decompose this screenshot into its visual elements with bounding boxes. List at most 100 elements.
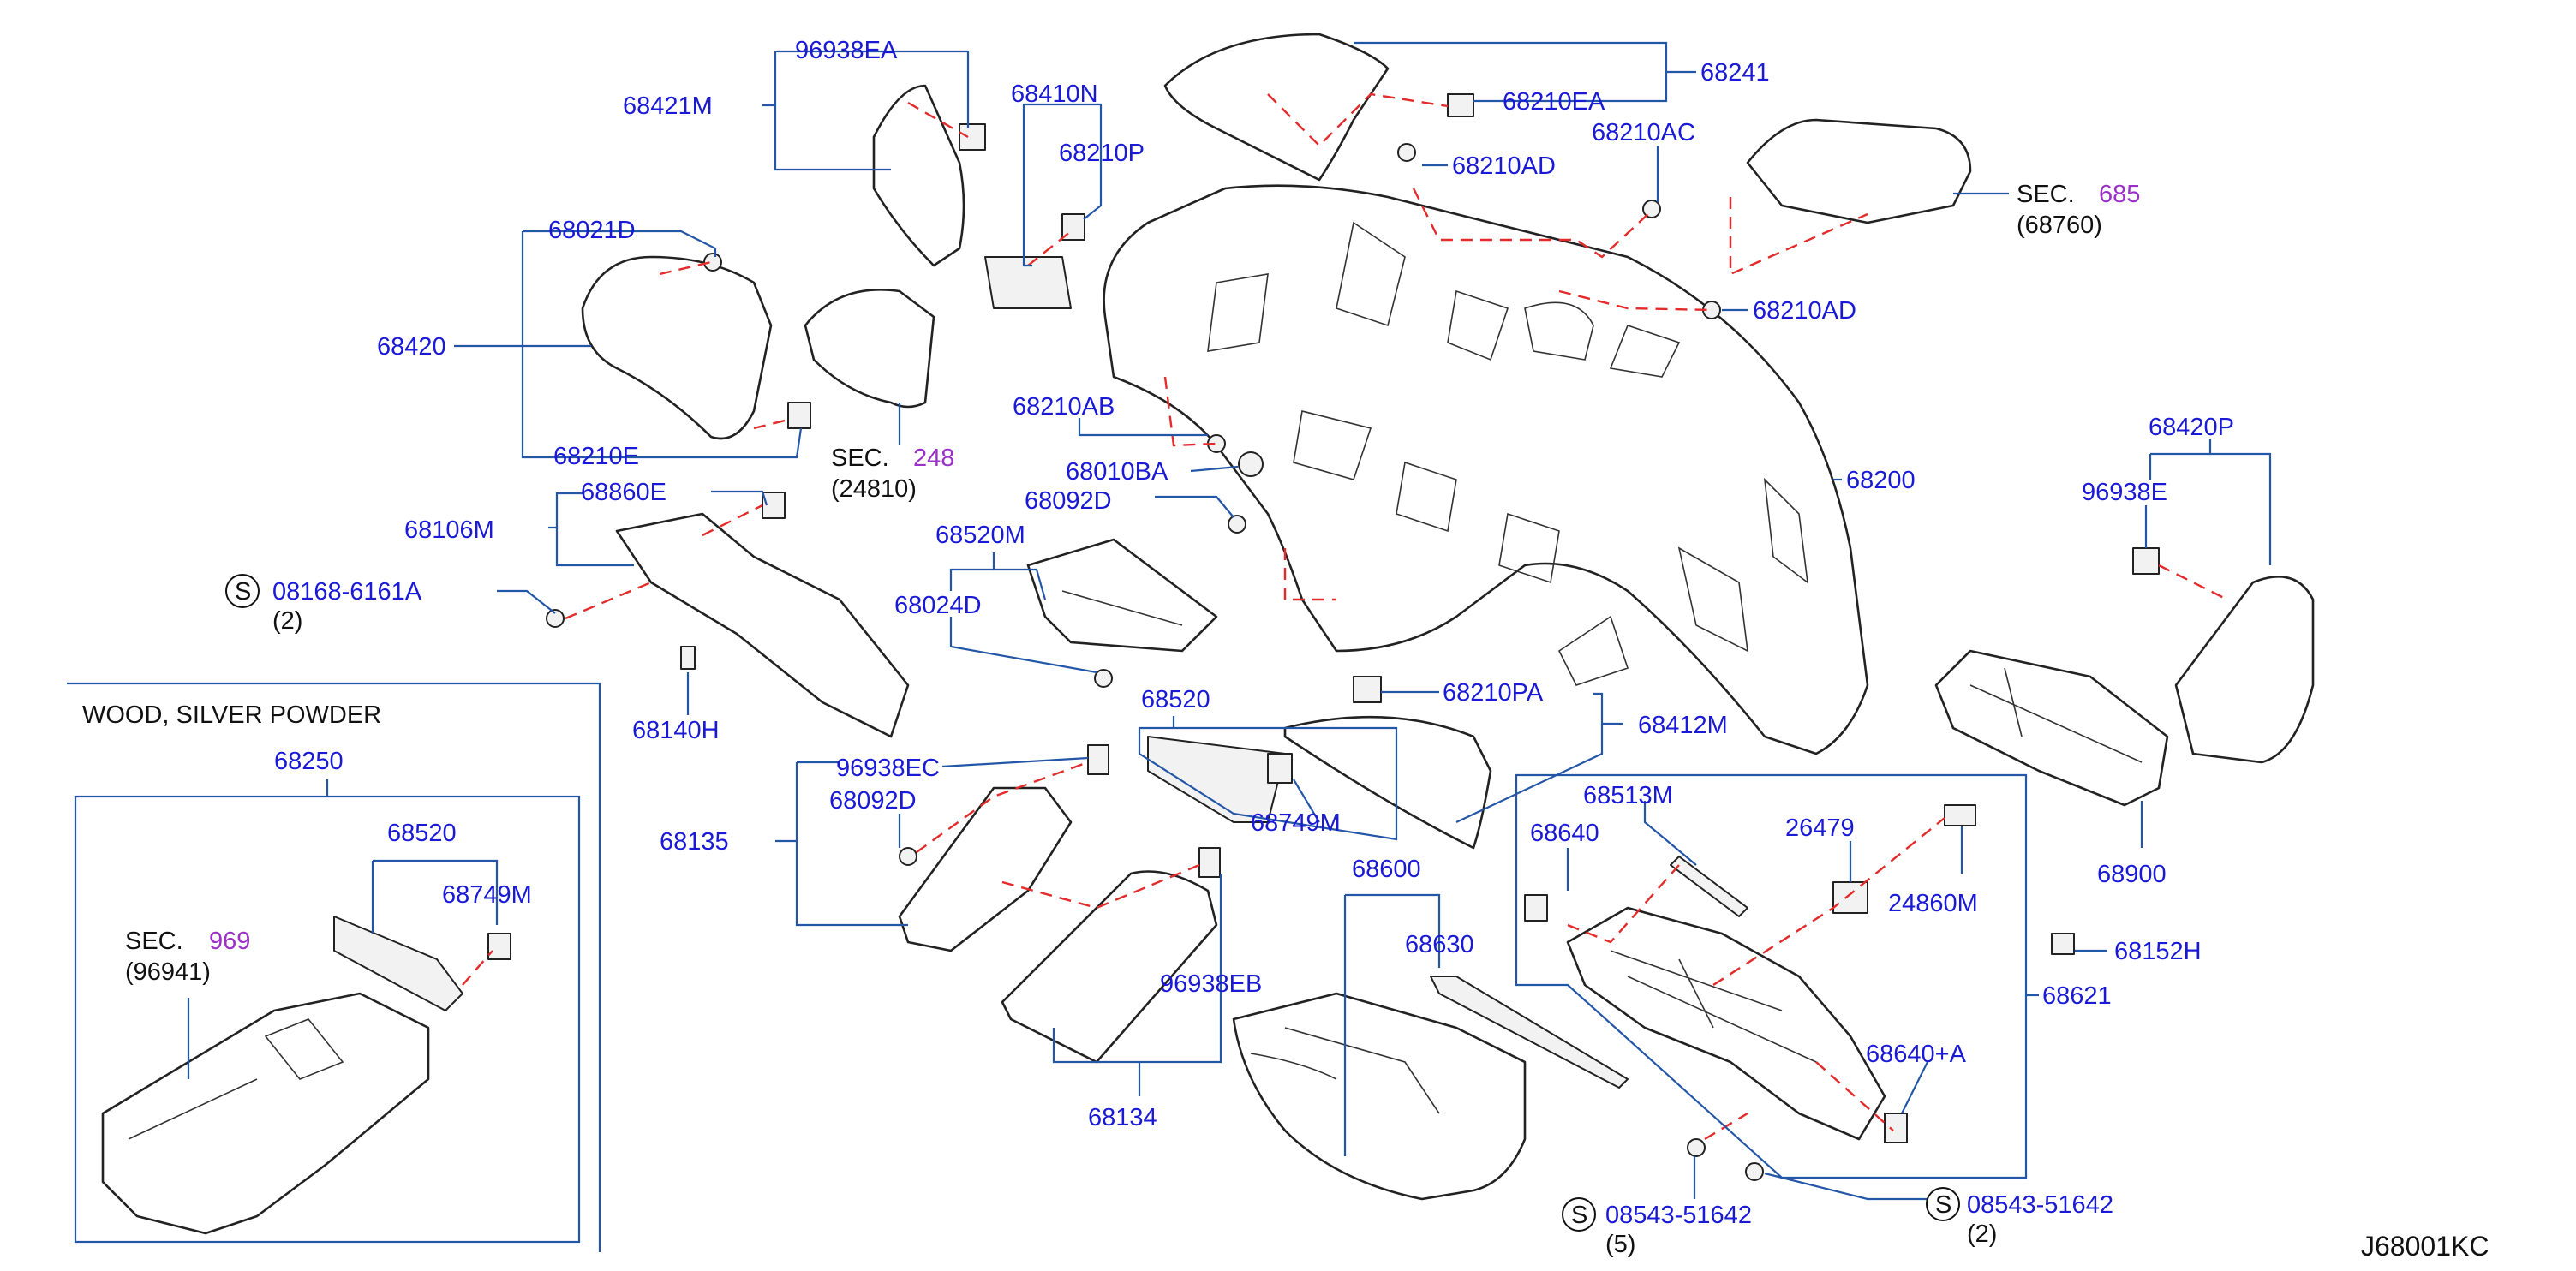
callout-68420P[interactable]: 68420P xyxy=(2149,414,2234,441)
callout-96938EA[interactable]: 96938EA xyxy=(795,37,898,64)
screw-08543-b[interactable] xyxy=(1745,1162,1764,1181)
clip-68210E[interactable] xyxy=(787,402,811,429)
screw-08168[interactable] xyxy=(546,609,565,628)
sec-685-number[interactable]: 685 xyxy=(2099,181,2140,208)
sec-969-number[interactable]: 969 xyxy=(209,928,250,955)
sec-248-number[interactable]: 248 xyxy=(913,445,954,472)
finisher-68520[interactable] xyxy=(1147,736,1286,823)
callout-68106M[interactable]: 68106M xyxy=(404,516,494,544)
callout-68152H[interactable]: 68152H xyxy=(2114,938,2202,965)
cluster-lid-68241[interactable] xyxy=(1163,33,1390,182)
glove-box-68600[interactable] xyxy=(1232,992,1527,1201)
callout-08543-b-qty: (2) xyxy=(1967,1220,1997,1248)
callout-68092D-a[interactable]: 68092D xyxy=(1025,487,1112,515)
callout-68513M[interactable]: 68513M xyxy=(1583,782,1673,809)
callout-68621[interactable]: 68621 xyxy=(2042,982,2112,1010)
cluster-hood-68420[interactable] xyxy=(581,255,773,440)
screw-68024D[interactable] xyxy=(1094,669,1113,688)
callout-68421M[interactable]: 68421M xyxy=(623,92,713,120)
screw-08543-a[interactable] xyxy=(1687,1138,1706,1157)
clip-68010BA[interactable] xyxy=(1238,451,1264,477)
garnish-68410N[interactable] xyxy=(984,256,1072,309)
callout-68134[interactable]: 68134 xyxy=(1088,1104,1157,1131)
callout-68092D-b[interactable]: 68092D xyxy=(829,787,917,815)
screw-68210AC[interactable] xyxy=(1642,200,1661,218)
callout-68135[interactable]: 68135 xyxy=(660,828,729,856)
knee-panel-68134[interactable] xyxy=(1001,870,1218,1064)
screw-68092D-b[interactable] xyxy=(899,847,917,866)
screw-68210AD-a[interactable] xyxy=(1397,143,1416,162)
callout-96938EC[interactable]: 96938EC xyxy=(836,755,940,782)
callout-96938E[interactable]: 96938E xyxy=(2082,479,2167,506)
callout-68210AD-b[interactable]: 68210AD xyxy=(1753,297,1856,325)
callout-26479[interactable]: 26479 xyxy=(1785,815,1855,842)
clip-68210EA[interactable] xyxy=(1447,93,1474,117)
callout-68210P[interactable]: 68210P xyxy=(1059,140,1145,167)
airbag-cover-685[interactable] xyxy=(1746,118,1972,224)
callout-68600[interactable]: 68600 xyxy=(1352,856,1421,883)
callout-08543-a-qty: (5) xyxy=(1605,1231,1635,1258)
finisher-68135[interactable] xyxy=(898,786,1073,952)
callout-68021D[interactable]: 68021D xyxy=(548,217,636,244)
callout-68210E[interactable]: 68210E xyxy=(553,443,639,470)
callout-68210EA[interactable]: 68210EA xyxy=(1503,88,1605,116)
combination-meter-248[interactable] xyxy=(804,289,935,409)
clip-96938E[interactable] xyxy=(2132,547,2160,575)
glove-frame-68621[interactable] xyxy=(1566,906,1886,1141)
lower-panel-68106M[interactable] xyxy=(615,512,910,738)
callout-68520-b[interactable]: 68520 xyxy=(387,820,457,847)
callout-08543-a[interactable]: 08543-51642 xyxy=(1605,1202,1752,1229)
callout-68010BA[interactable]: 68010BA xyxy=(1066,458,1168,486)
clip-68210PA[interactable] xyxy=(1353,676,1382,703)
callout-96938EB[interactable]: 96938EB xyxy=(1160,970,1262,998)
callout-68640A[interactable]: 68640+A xyxy=(1866,1041,1967,1068)
strap-68630[interactable] xyxy=(1430,976,1629,1089)
callout-68200[interactable]: 68200 xyxy=(1846,467,1916,494)
rod-68513M[interactable] xyxy=(1670,856,1748,917)
callout-68024D[interactable]: 68024D xyxy=(894,592,982,619)
finisher-68520-inset[interactable] xyxy=(333,916,463,1011)
callout-68630[interactable]: 68630 xyxy=(1405,931,1474,958)
clip-68640A[interactable] xyxy=(1884,1113,1908,1143)
callout-68140H[interactable]: 68140H xyxy=(632,717,720,744)
instrument-panel-68200[interactable] xyxy=(1103,184,1869,755)
lower-cover-68412M[interactable] xyxy=(1283,715,1492,850)
finisher-68520M[interactable] xyxy=(1026,538,1218,653)
clip-68749M[interactable] xyxy=(1267,753,1293,784)
callout-68210AC[interactable]: 68210AC xyxy=(1592,119,1695,146)
clip-68152H[interactable] xyxy=(2051,933,2075,955)
callout-68900[interactable]: 68900 xyxy=(2097,861,2167,888)
lamp-26479[interactable] xyxy=(1832,881,1868,914)
callout-68749M-b[interactable]: 68749M xyxy=(442,881,532,909)
callout-68241[interactable]: 68241 xyxy=(1700,59,1770,87)
side-cover-68421M[interactable] xyxy=(872,84,965,267)
callout-68520M[interactable]: 68520M xyxy=(935,522,1025,549)
callout-08543-b[interactable]: 08543-51642 xyxy=(1967,1191,2113,1219)
clip-96938EA[interactable] xyxy=(959,123,986,151)
clip-96938EB[interactable] xyxy=(1198,847,1221,878)
callout-68210PA[interactable]: 68210PA xyxy=(1443,679,1544,707)
lid-68900[interactable] xyxy=(1934,649,2169,807)
callout-24860M[interactable]: 24860M xyxy=(1888,890,1978,917)
screw-68092D-a[interactable] xyxy=(1228,515,1246,534)
callout-68520-a[interactable]: 68520 xyxy=(1141,686,1210,713)
callout-68250[interactable]: 68250 xyxy=(274,748,344,775)
callout-68420[interactable]: 68420 xyxy=(377,333,446,361)
callout-68210AD-a[interactable]: 68210AD xyxy=(1452,152,1556,180)
clip-68140H[interactable] xyxy=(680,646,696,670)
clip-96938EC[interactable] xyxy=(1087,744,1109,775)
switch-24860M[interactable] xyxy=(1944,804,1976,826)
callout-68412M[interactable]: 68412M xyxy=(1638,712,1728,739)
callout-68210AB[interactable]: 68210AB xyxy=(1013,393,1115,421)
callout-68640[interactable]: 68640 xyxy=(1530,820,1599,847)
console-68250[interactable] xyxy=(101,992,430,1235)
side-cover-68420P[interactable] xyxy=(2174,576,2315,764)
callout-68749M-a[interactable]: 68749M xyxy=(1251,809,1341,837)
clip-68749M-inset[interactable] xyxy=(487,933,511,960)
screw-68021D[interactable] xyxy=(703,253,722,272)
callout-68860E[interactable]: 68860E xyxy=(581,479,666,506)
sec-969-word: SEC. xyxy=(125,928,183,955)
clip-68640[interactable] xyxy=(1524,894,1548,922)
callout-08168[interactable]: 08168-6161A xyxy=(272,578,422,606)
callout-68410N[interactable]: 68410N xyxy=(1011,81,1098,108)
